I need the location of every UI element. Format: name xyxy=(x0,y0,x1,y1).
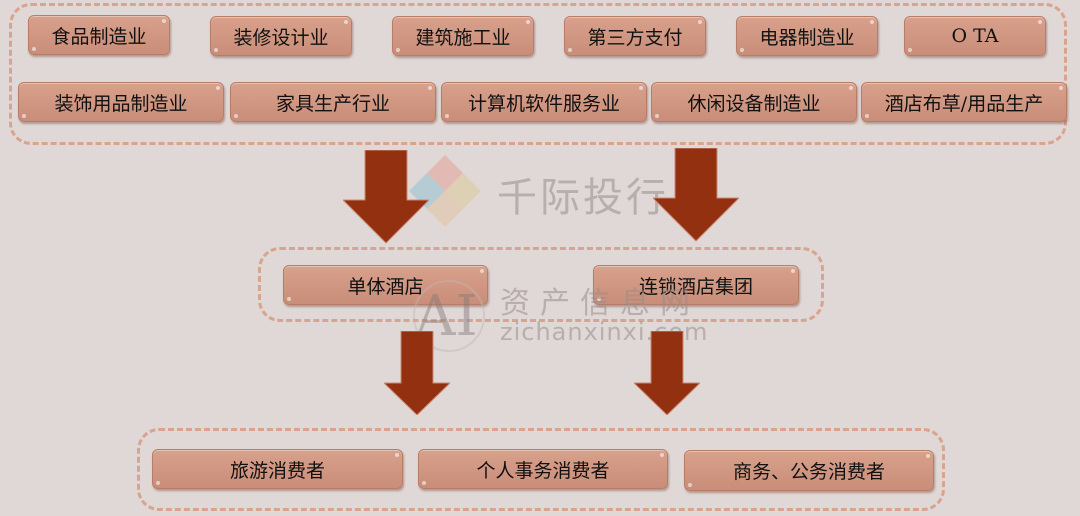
supplier-node: 家具生产行业 xyxy=(230,82,436,122)
supplier-node: O TA xyxy=(904,16,1046,56)
supplier-node: 第三方支付 xyxy=(564,16,706,56)
supplier-group xyxy=(9,3,1067,145)
supplier-node: 电器制造业 xyxy=(736,16,878,56)
consumer-node-personal: 个人事务消费者 xyxy=(418,449,668,489)
supplier-node: 食品制造业 xyxy=(28,15,170,55)
supplier-node: 装饰用品制造业 xyxy=(18,82,224,122)
hotel-node-independent: 单体酒店 xyxy=(283,265,488,305)
supplier-node: 酒店布草/用品生产 xyxy=(861,82,1067,122)
arrow-down-icon xyxy=(384,331,450,415)
arrow-down-icon xyxy=(343,150,429,244)
supplier-node: 计算机软件服务业 xyxy=(441,82,647,122)
consumer-node-tourism: 旅游消费者 xyxy=(152,449,403,489)
supplier-node: 休闲设备制造业 xyxy=(651,82,857,122)
supplier-node: 建筑施工业 xyxy=(392,16,534,56)
consumer-group xyxy=(137,428,945,511)
arrow-down-icon xyxy=(653,148,739,242)
hotel-node-chain: 连锁酒店集团 xyxy=(593,265,799,305)
arrow-down-icon xyxy=(634,331,700,415)
supplier-node: 装修设计业 xyxy=(210,16,352,56)
qianji-watermark: 千际投行 xyxy=(405,153,695,233)
consumer-node-business: 商务、公务消费者 xyxy=(684,450,934,491)
qianji-text: 千际投行 xyxy=(497,175,669,221)
hotel-group xyxy=(258,247,824,322)
